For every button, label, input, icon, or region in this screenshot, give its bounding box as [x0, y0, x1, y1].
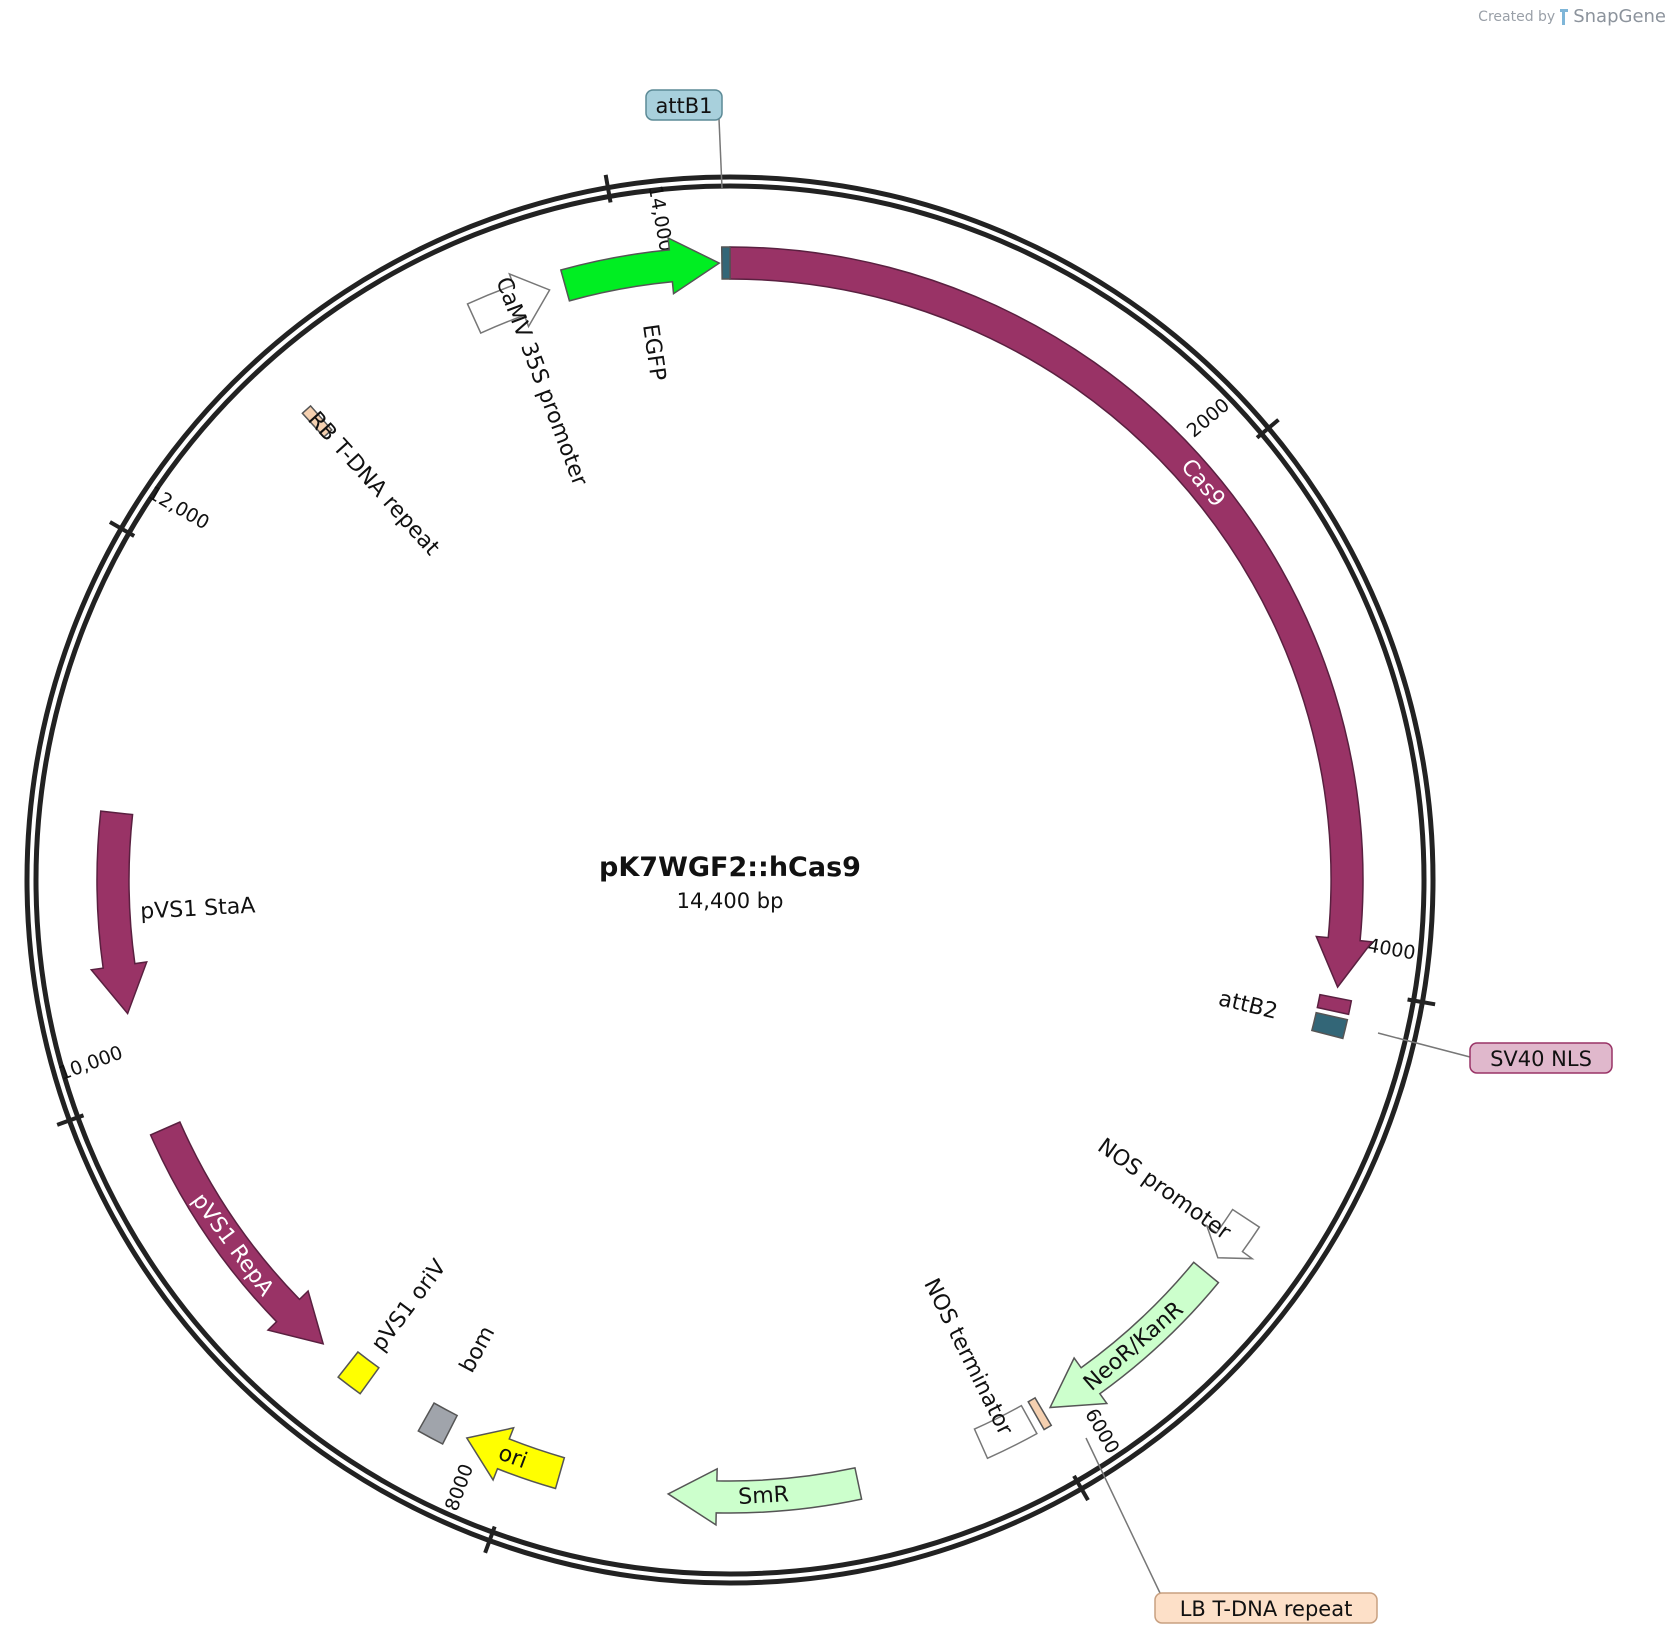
lb-callout-line: [1085, 1437, 1161, 1594]
feature-shape-sv40nls: [1316, 993, 1353, 1016]
feature-label-neor: NeoR/KanR: [1079, 1297, 1188, 1396]
tick-mark-10000: [56, 1113, 85, 1127]
attb1-callout-label: attB1: [655, 94, 712, 118]
tick-label-10000: 10,000: [56, 1042, 126, 1085]
snapgene-logo-icon: [1560, 8, 1569, 25]
tick-label-6000: 6000: [1080, 1405, 1123, 1458]
feature-pvs1oriv[interactable]: [337, 1350, 380, 1395]
tick-mark-4000: [1407, 997, 1436, 1007]
feature-egfp[interactable]: [559, 236, 721, 302]
feature-ori[interactable]: [465, 1426, 566, 1490]
feature-shape-nosprom: [1205, 1208, 1261, 1260]
tick-mark-14000: [603, 174, 613, 203]
feature-label-pvs1repa: pVS1 RepA: [187, 1189, 279, 1301]
attb1-callout-line: [718, 118, 723, 189]
feature-shape-neor: [1048, 1261, 1220, 1409]
feature-smr[interactable]: [666, 1466, 863, 1527]
feature-shape-attb1: [720, 246, 731, 280]
feature-arrows: [89, 236, 1374, 1527]
tick-label-4000: 4000: [1366, 934, 1417, 964]
feature-shape-smr: [666, 1466, 863, 1527]
feature-nosterm[interactable]: [973, 1404, 1038, 1460]
sv40-callout-line: [1377, 1032, 1471, 1058]
feature-shape-bom: [417, 1402, 459, 1446]
tick-mark-2000: [1255, 418, 1280, 440]
feature-pvs1repa[interactable]: [149, 1121, 325, 1345]
feature-shape-attb2: [1310, 1011, 1349, 1040]
feature-shape-rbtdna: [301, 404, 333, 438]
plasmid-length: 14,400 bp: [677, 889, 784, 913]
feature-camv35s[interactable]: [466, 272, 551, 335]
backbone-outer-ring: [24, 174, 1436, 1586]
tick-label-12000: 12,000: [144, 482, 213, 534]
feature-label-smr: SmR: [738, 1482, 790, 1510]
lb-callout-label: LB T-DNA repeat: [1180, 1597, 1353, 1621]
tick-mark-6000: [1072, 1474, 1090, 1502]
feature-shape-pvs1repa: [149, 1121, 325, 1345]
feature-label-nosterm: NOS terminator: [918, 1275, 1017, 1441]
feature-nosprom[interactable]: [1205, 1208, 1261, 1260]
tick-label-8000: 8000: [441, 1461, 478, 1514]
feature-bom[interactable]: [417, 1402, 459, 1446]
feature-pvs1staa[interactable]: [89, 810, 148, 1016]
attb1-callout[interactable]: attB1: [645, 89, 723, 189]
feature-shape-lbtdna: [1027, 1396, 1053, 1431]
plasmid-name: pK7WGF2::hCas9: [599, 852, 861, 883]
feature-label-nosprom: NOS promoter: [1093, 1134, 1236, 1246]
sv40-callout-box: [1469, 1042, 1613, 1074]
feature-shape-camv35s: [466, 272, 551, 335]
lb-callout-box: [1154, 1592, 1378, 1624]
backbone-inner-ring: [33, 183, 1427, 1577]
sv40-callout[interactable]: SV40 NLS: [1377, 1032, 1613, 1074]
feature-cas9[interactable]: [729, 246, 1374, 989]
feature-label-camv35s: CaMV 35S promoter: [490, 274, 592, 490]
feature-attb1[interactable]: [720, 246, 731, 280]
feature-label-pvs1staa: pVS1 StaA: [140, 893, 256, 924]
feature-rbtdna[interactable]: [301, 404, 333, 438]
tick-label-2000: 2000: [1183, 394, 1234, 442]
attb1-callout-box: [645, 89, 723, 121]
feature-label-attb2: attB2: [1216, 986, 1280, 1024]
feature-sv40nls[interactable]: [1316, 993, 1353, 1016]
feature-label-bom: bom: [455, 1322, 500, 1377]
snapgene-brand: SnapGene: [1573, 6, 1666, 27]
feature-shape-egfp: [559, 236, 721, 302]
feature-attb2[interactable]: [1310, 1011, 1349, 1040]
feature-shape-ori: [465, 1426, 566, 1490]
feature-label-pvs1oriv: pVS1 oriV: [367, 1255, 452, 1356]
feature-shape-pvs1oriv: [337, 1350, 380, 1395]
sv40-callout-label: SV40 NLS: [1490, 1047, 1592, 1071]
feature-label-egfp: EGFP: [637, 323, 670, 383]
snapgene-watermark: Created by SnapGene: [1478, 6, 1666, 27]
tick-mark-8000: [483, 1525, 497, 1554]
created-by-text: Created by: [1478, 8, 1556, 25]
tick-mark-12000: [108, 520, 136, 538]
feature-shape-cas9: [729, 246, 1374, 989]
lb-callout[interactable]: LB T-DNA repeat: [1085, 1437, 1378, 1624]
feature-label-rbtdna: RB T-DNA repeat: [303, 407, 445, 561]
feature-shape-nosterm: [973, 1404, 1038, 1460]
feature-neor[interactable]: [1048, 1261, 1220, 1409]
feature-shape-pvs1staa: [89, 810, 148, 1016]
feature-lbtdna[interactable]: [1027, 1396, 1053, 1431]
